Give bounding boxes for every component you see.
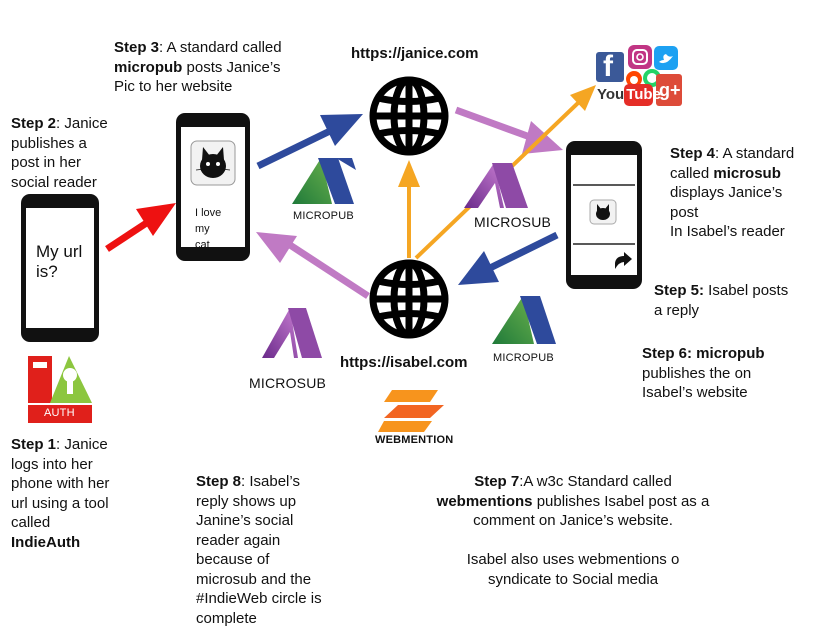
step-1-line: phone with her	[11, 475, 110, 492]
step-2-line: social reader	[11, 173, 97, 191]
step-8-line: reply shows up	[196, 492, 297, 510]
phone-left-screen: My url is?	[26, 208, 94, 328]
isabel-url: https://isabel.com	[340, 354, 468, 371]
step-7-bold: webmentions	[436, 492, 533, 510]
step-6-label: Step 6:	[642, 345, 693, 362]
step-3-line: Pic to her website	[114, 78, 233, 95]
facebook-icon: f	[603, 50, 613, 83]
step-4-line: post	[670, 203, 699, 221]
phone-middle-text: I love my cat	[195, 205, 221, 253]
micropub-logo-bottom	[492, 296, 556, 344]
step-3-line: : A standard called	[159, 39, 282, 56]
step-7-line: comment on Janice’s website.	[473, 512, 673, 529]
step-6-line: publishes the on	[642, 364, 752, 382]
micropub-label-bottom: MICROPUB	[493, 352, 554, 364]
arrow-blue-top	[256, 114, 363, 170]
micropub-label-top: MICROPUB	[293, 210, 354, 222]
arrow-purple-bottom	[256, 232, 370, 299]
step-2-label: Step 2	[11, 115, 57, 132]
step-1-label: Step 1	[11, 436, 57, 453]
step-2-line: publishes a	[11, 134, 87, 152]
step-7-line: syndicate to Social media	[487, 570, 659, 588]
phone-middle-line: my	[195, 223, 210, 235]
phone-middle-line: I love	[195, 207, 222, 219]
step-4-bold: microsub	[713, 164, 781, 182]
step-8-line: #IndieWeb circle is	[196, 590, 322, 607]
arrow-orange-vertical	[398, 160, 420, 258]
step-6-bold: micropub	[692, 345, 765, 362]
step-7-line: :A w3c Standard called	[519, 473, 672, 490]
phone-left: My url is?	[21, 194, 99, 342]
step-2-line: : Janice	[56, 115, 108, 132]
step-3-text: Step 3: A standard called micropub posts…	[114, 38, 282, 97]
step-4-label: Step 4	[670, 145, 716, 162]
webmention-label: WEBMENTION	[375, 434, 454, 446]
phone-left-text: My url is?	[36, 242, 82, 282]
step-8-label: Step 8	[196, 473, 242, 490]
step-2-text: Step 2: Janice publishes a post in her s…	[11, 114, 108, 192]
arrow-blue-bottom	[458, 231, 559, 285]
step-8-line: complete	[196, 609, 257, 627]
step-8-line: microsub and the	[196, 570, 312, 588]
step-7-label: Step 7	[474, 473, 520, 490]
step-5-text: Step 5: Isabel posts a reply	[654, 281, 788, 320]
micropub-logo-top	[292, 158, 356, 204]
microsub-logo-bottom	[262, 308, 322, 358]
step-6-text: Step 6: micropub publishes the on Isabel…	[642, 344, 765, 403]
globe-janice-icon	[369, 76, 449, 156]
step-1-line: : Janice	[56, 436, 108, 453]
step-3-line: posts Janice’s	[182, 58, 281, 76]
social-media-icons	[596, 45, 682, 106]
step-1-bold: IndieAuth	[11, 533, 81, 551]
step-4-line: displays Janice’s	[670, 184, 783, 201]
microsub-label-bottom: MICROSUB	[249, 375, 327, 391]
step-1-line: called	[11, 514, 51, 531]
step-2-line: post in her	[11, 154, 82, 171]
youtube-you: You	[597, 86, 625, 103]
step-5-line: a reply	[654, 301, 700, 319]
phone-right-content	[573, 184, 635, 245]
microsub-label-top: MICROSUB	[474, 214, 552, 230]
step-4-line: : A standard	[715, 145, 795, 162]
step-4-line: called	[670, 164, 714, 182]
step-8-line: because of	[196, 551, 270, 568]
globe-isabel-icon	[369, 259, 449, 339]
reply-icon	[615, 252, 632, 269]
cat-image-icon	[190, 140, 236, 186]
arrow-red	[105, 203, 176, 252]
step-8-line: Janine’s social	[196, 512, 294, 529]
step-5-line: Isabel posts	[704, 282, 789, 299]
step-3-label: Step 3	[114, 39, 160, 56]
phone-left-line: My url	[36, 242, 83, 261]
step-7-line: Isabel also uses webmentions o	[466, 551, 680, 568]
step-1-line: logs into her	[11, 455, 93, 473]
gplus-icon: g+	[659, 80, 681, 100]
step-7-line: publishes Isabel post as a	[532, 492, 710, 510]
phone-left-line: is?	[36, 262, 58, 281]
youtube-tube: Tube	[626, 86, 661, 103]
auth-label: AUTH	[44, 407, 75, 419]
step-1-text: Step 1: Janice logs into her phone with …	[11, 435, 109, 552]
step-7-text: Step 7:A w3c Standard called webmentions…	[418, 472, 728, 589]
janice-url: https://janice.com	[351, 45, 479, 62]
step-4-line: In Isabel’s reader	[670, 223, 785, 240]
step-6-line: Isabel’s website	[642, 384, 748, 401]
step-5-label: Step 5:	[654, 282, 705, 299]
step-4-text: Step 4: A standard called microsub displ…	[670, 144, 794, 242]
microsub-logo-top	[464, 163, 528, 208]
webmention-logo	[371, 380, 459, 452]
phone-middle-line: cat	[195, 239, 210, 251]
step-3-bold: micropub	[114, 58, 183, 76]
step-1-line: url using a tool	[11, 494, 109, 512]
indieauth-logo	[26, 352, 95, 424]
step-8-text: Step 8: Isabel’s reply shows up Janine’s…	[196, 472, 322, 628]
step-8-line: : Isabel’s	[241, 473, 300, 490]
step-8-line: reader again	[196, 531, 281, 549]
